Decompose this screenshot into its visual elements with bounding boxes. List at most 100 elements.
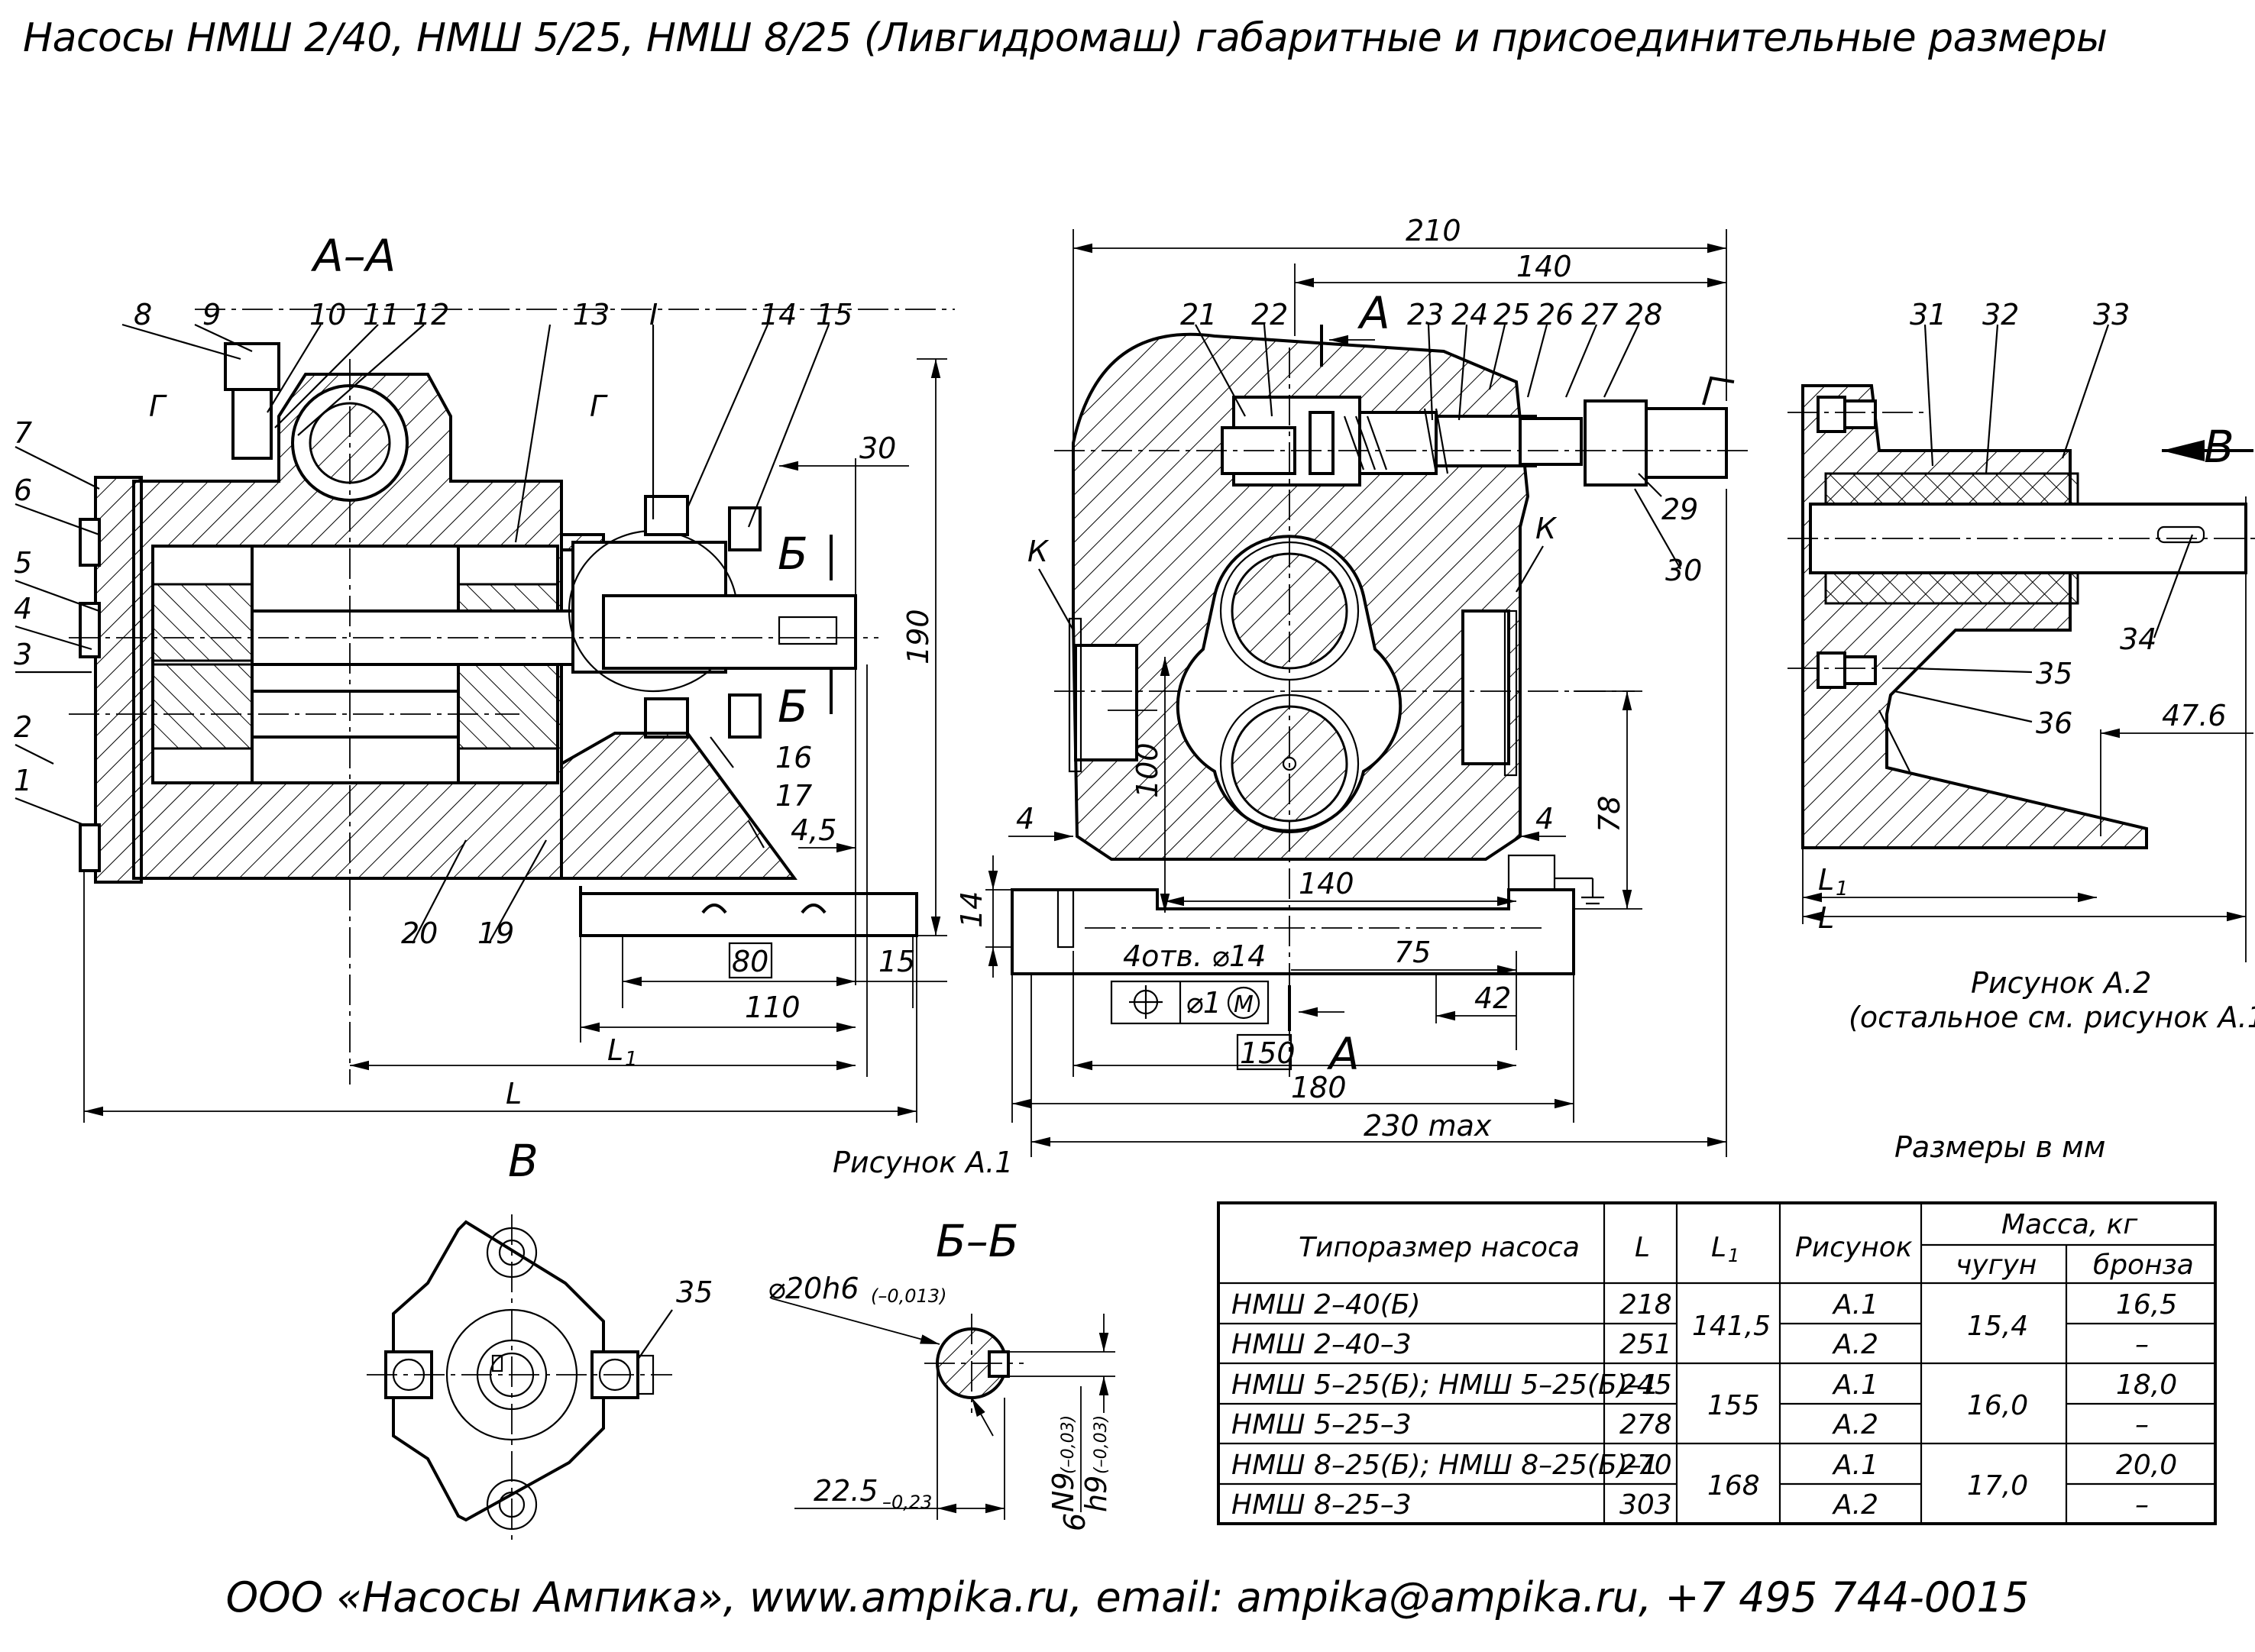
shaft-diameter: ⌀20h6 <box>768 1272 859 1305</box>
table-row: НМШ 2–40–3 251 А.2 – <box>1231 1329 2149 1360</box>
group-cast-iron: 15,4 <box>1967 1311 2028 1342</box>
table-row: НМШ 5–25(Б); НМШ 5–25(Б)–1 245 А.1 18,0 <box>1231 1369 2177 1401</box>
part-23: 24 <box>1451 298 1488 331</box>
row-type: НМШ 2–40(Б) <box>1231 1289 1421 1321</box>
units-note: Размеры в мм <box>1894 1130 2105 1164</box>
row-fig: А.2 <box>1832 1409 1878 1440</box>
part-4: 4 <box>14 592 32 626</box>
part-6: 6 <box>14 474 32 507</box>
cut-a-bottom: А <box>1326 1028 1360 1080</box>
part-30: 31 <box>1910 298 1946 331</box>
dim-47-6: 47.6 <box>2162 699 2227 732</box>
dim-140-top: 140 <box>1516 250 1572 283</box>
table-row: НМШ 8–25(Б); НМШ 8–25(Б)–1 270 А.1 20,0 <box>1231 1450 2177 1481</box>
part-1: 1 <box>14 764 32 797</box>
part-35: 36 <box>2036 706 2072 740</box>
th-bronze: бронза <box>2093 1250 2194 1281</box>
th-L1-sub: 1 <box>1728 1245 1739 1266</box>
shaft-tolerance: (–0,013) <box>871 1285 946 1307</box>
part-10: 10 <box>309 298 346 331</box>
dim-30: 30 <box>859 432 896 465</box>
key-22-5-tol: –0,23 <box>882 1492 932 1513</box>
dim-190: 190 <box>901 609 935 664</box>
row-fig: А.2 <box>1832 1329 1878 1360</box>
row-L: 245 <box>1619 1369 1672 1401</box>
row-fig: А.1 <box>1832 1369 1878 1401</box>
group-cast-iron: 16,0 <box>1967 1390 2028 1421</box>
port-k-left: К <box>1027 535 1050 568</box>
row-L: 303 <box>1619 1489 1672 1521</box>
cut-b-top: Б <box>778 528 808 580</box>
dim-15: 15 <box>878 945 915 978</box>
table-row: НМШ 8–25–3 303 А.2 – <box>1231 1489 2149 1521</box>
th-mass: Масса, кг <box>2001 1209 2138 1240</box>
position-tolerance-frame: ⌀1 M <box>1110 980 1270 1025</box>
part-28: 29 <box>1661 493 1698 526</box>
group-L1: 168 <box>1707 1470 1760 1502</box>
part-11: 11 <box>363 298 400 331</box>
part-22: 23 <box>1407 298 1444 331</box>
part-33: 34 <box>2120 622 2156 656</box>
dim-L1-sub: 1 <box>625 1048 638 1071</box>
tol-m: M <box>1234 991 1254 1018</box>
group-L1: 155 <box>1707 1390 1760 1421</box>
part-31: 32 <box>1982 298 2019 331</box>
figure-a1-caption: Рисунок А.1 <box>833 1146 1013 1179</box>
part-34: 35 <box>2036 657 2072 690</box>
dim-holes: 4отв. ⌀14 <box>1123 939 1266 973</box>
key-h9-tol: (–0,03) <box>1092 1415 1111 1474</box>
row-L: 270 <box>1619 1450 1672 1481</box>
table-row: НМШ 5–25–3 278 А.2 – <box>1231 1409 2149 1440</box>
row-bronze: 16,5 <box>2116 1289 2177 1321</box>
key-width-6: 6 <box>1058 1513 1092 1531</box>
group-L1: 141,5 <box>1692 1311 1771 1342</box>
dim-180: 180 <box>1291 1071 1347 1104</box>
row-fig: А.1 <box>1832 1289 1878 1321</box>
part-5: 5 <box>14 546 32 580</box>
dim-L: L <box>506 1077 522 1110</box>
row-type: НМШ 8–25(Б); НМШ 8–25(Б)–1 <box>1231 1450 1659 1481</box>
row-bronze: – <box>2135 1329 2149 1360</box>
section-aa-view: А–А <box>14 230 1013 1179</box>
dim-230: 230 max <box>1364 1109 1492 1143</box>
part-12: 12 <box>412 298 449 331</box>
part-8: 8 <box>134 298 152 331</box>
dim-78: 78 <box>1593 796 1626 832</box>
zone-label-right: Г <box>590 390 608 423</box>
part-29: 30 <box>1665 554 1702 587</box>
row-L: 251 <box>1619 1329 1672 1360</box>
part-17: 17 <box>775 779 812 813</box>
part-3: 3 <box>14 638 32 671</box>
part-27: 28 <box>1626 298 1662 331</box>
part-25: 26 <box>1537 298 1574 331</box>
row-bronze: 18,0 <box>2116 1369 2177 1401</box>
figure-a2-view: В 31 32 33 34 35 36 47.6 L <box>1787 298 2255 1164</box>
dim-a2-L1: L <box>1818 863 1834 897</box>
dim-100: 100 <box>1131 742 1164 798</box>
th-L: L <box>1635 1232 1650 1263</box>
port-k-right: К <box>1535 512 1558 545</box>
dim-14: 14 <box>955 891 988 928</box>
row-fig: А.1 <box>1832 1450 1878 1481</box>
dim-L1: L <box>607 1033 623 1067</box>
row-bronze: 20,0 <box>2116 1450 2177 1481</box>
th-L1: L <box>1711 1232 1726 1263</box>
row-bronze: – <box>2135 1409 2149 1440</box>
arrow-v-label: В <box>2204 421 2234 473</box>
part-19: 20 <box>401 917 438 950</box>
part-I: I <box>649 298 658 331</box>
part-2: 2 <box>14 710 32 744</box>
dim-80: 80 <box>732 945 768 978</box>
dim-a2-L1-sub: 1 <box>1836 878 1849 900</box>
dim-4-5: 4,5 <box>791 813 836 847</box>
row-fig: А.2 <box>1832 1489 1878 1521</box>
section-bb-label: Б–Б <box>936 1215 1019 1267</box>
row-type: НМШ 5–25–3 <box>1231 1409 1412 1440</box>
part-26: 27 <box>1581 298 1618 331</box>
dim-75: 75 <box>1394 936 1431 969</box>
row-bronze: – <box>2135 1489 2149 1521</box>
part-9: 9 <box>202 298 221 331</box>
part-21: 22 <box>1251 298 1288 331</box>
dim-42: 42 <box>1474 981 1511 1015</box>
part-18: 19 <box>477 917 514 950</box>
